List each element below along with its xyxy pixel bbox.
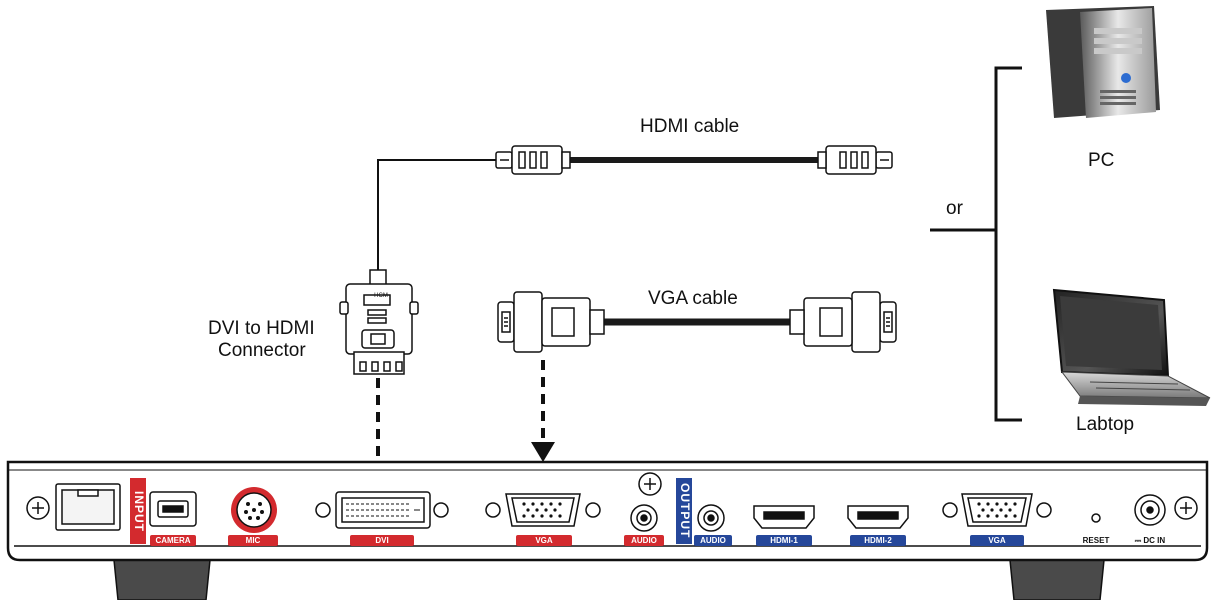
port-tag-dvi: DVI [350,535,414,546]
mic-port [231,487,277,533]
dvi-port-in [315,491,449,529]
hdmi-plug-left [495,145,571,175]
port-tag-camera: CAMERA [150,535,196,546]
laptop-icon [1052,288,1211,406]
reset-button [1091,513,1101,523]
port-tag-hdmi1: HDMI-1 [756,535,812,546]
audio-out-port [697,504,725,532]
output-band-label: OUTPUT [678,483,692,539]
input-band [130,478,146,544]
port-tag-mic: MIC [228,535,278,546]
audio-in-port [630,504,658,532]
hdmi2-port [847,505,909,529]
or-bracket [930,66,1022,422]
vga-cable-label: VGA cable [648,288,738,309]
device-rear-panel [6,460,1209,601]
dc-in-port [1134,494,1166,526]
hdmi-to-adapter-line [377,159,496,272]
laptop-label: Labtop [1076,414,1135,435]
foot-left [113,559,211,601]
input-band-label: INPUT [132,490,146,532]
vga-plug-right [789,291,897,353]
port-tag-dc-in: ⎓ DC IN [1134,536,1166,545]
output-band [676,478,692,544]
pc-label: PC [1088,150,1115,171]
dvi-hdmi-adapter [339,269,419,375]
hdmi-cable [495,145,893,175]
hdmi1-port [753,505,815,529]
hdmi-cable-label: HDMI cable [640,116,740,137]
adapter-text: HCM [374,293,388,299]
vga-cable [497,291,897,353]
pc-tower-icon [1046,6,1160,118]
port-tag-hdmi2: HDMI-2 [850,535,906,546]
camera-port [149,491,197,527]
vga-plug-left [497,291,605,353]
dvi-hdmi-label-line1: DVI to HDMI [208,318,315,339]
port-tag-reset: RESET [1082,536,1110,545]
or-label: or [946,198,963,219]
vga-port-out [942,493,1052,527]
dashed-arrow-vga [531,360,555,462]
port-tag-audio-in: AUDIO [624,535,664,546]
foot-right [1009,559,1105,601]
dvi-hdmi-label-line2: Connector [218,340,306,361]
port-tag-vga-out: VGA [970,535,1024,546]
lan-port [55,483,121,531]
port-tag-vga-in: VGA [516,535,572,546]
vga-port-in [485,493,601,527]
port-tag-audio-out: AUDIO [694,535,732,546]
hdmi-plug-right [817,145,893,175]
